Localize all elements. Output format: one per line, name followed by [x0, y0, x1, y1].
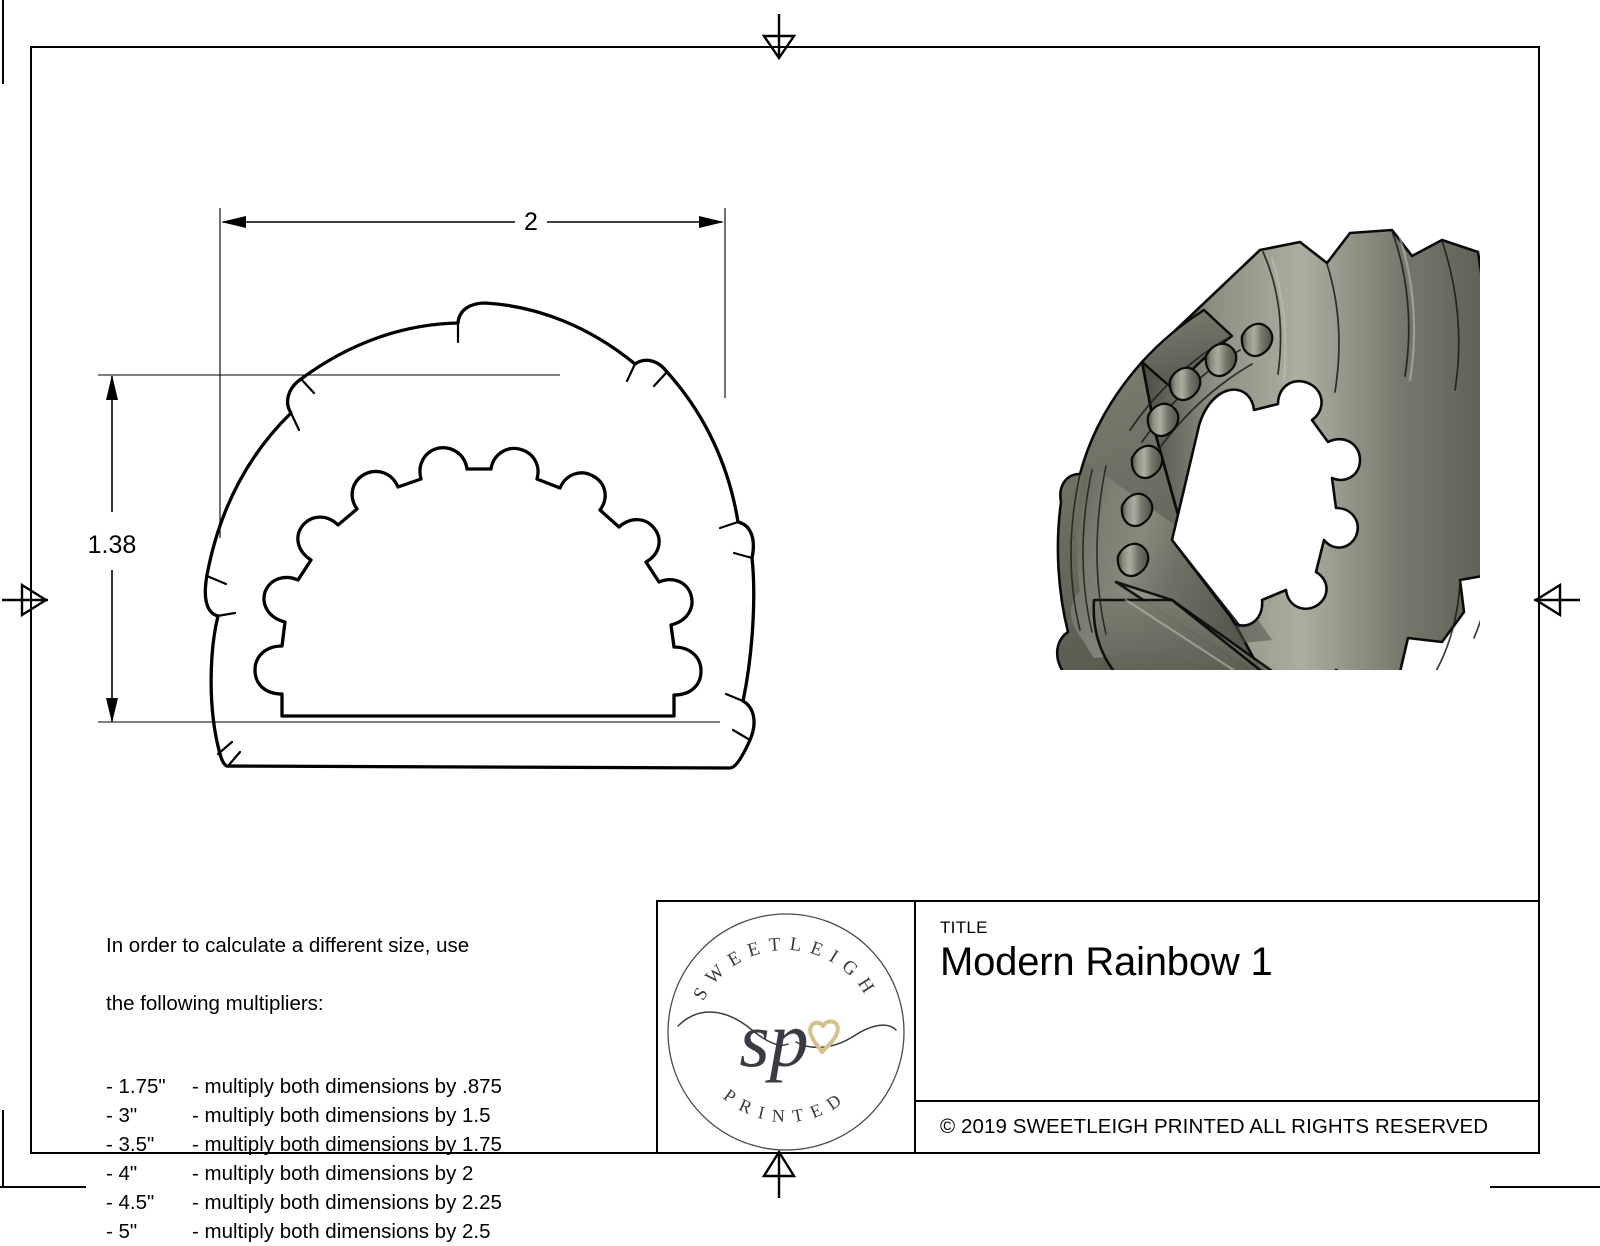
- copyright-notice: © 2019 SWEETLEIGH PRINTED ALL RIGHTS RES…: [916, 1100, 1538, 1152]
- multiplier-row: - 4" - multiply both dimensions by 2: [106, 1159, 636, 1188]
- multiplier-size: - 3.5": [106, 1132, 155, 1156]
- multiplier-size: - 4.5": [106, 1190, 155, 1214]
- title-info: TITLE Modern Rainbow 1 © 2019 SWEETLEIGH…: [916, 902, 1538, 1152]
- top-center-mark: [761, 14, 797, 60]
- corner-tick-top-left: [2, 0, 4, 84]
- logo-heart-icon: [808, 1019, 840, 1054]
- multiplier-size: - 3": [106, 1103, 138, 1127]
- title-area: TITLE Modern Rainbow 1: [916, 902, 1538, 1100]
- multiplier-size: - 4": [106, 1161, 138, 1185]
- cutter-3d-body: [1055, 228, 1480, 670]
- company-logo: SWEETLEIGH PRINTED sp: [658, 902, 916, 1152]
- corner-tick-bottom-left-v: [2, 1110, 4, 1188]
- multiplier-text: - multiply both dimensions by 1.5: [192, 1103, 491, 1127]
- right-center-mark: [1533, 582, 1580, 618]
- bottom-center-mark: [761, 1150, 797, 1198]
- corner-tick-bottom-left-h: [0, 1186, 86, 1188]
- isometric-render-view: [880, 130, 1480, 670]
- multiplier-text: - multiply both dimensions by 1.75: [192, 1132, 502, 1156]
- multiplier-row: - 5" - multiply both dimensions by 2.5: [106, 1217, 636, 1246]
- inner-profile-path: [253, 446, 703, 718]
- outer-profile-tick-marks: [205, 321, 754, 768]
- logo-bottom-text: PRINTED: [720, 1085, 852, 1126]
- corner-tick-bottom-right-h: [1490, 1186, 1600, 1188]
- front-outline-view: 2 1.38: [60, 170, 820, 810]
- multiplier-size: - 1.75": [106, 1074, 166, 1098]
- size-multiplier-notes: In order to calculate a different size, …: [106, 902, 636, 1246]
- logo-circle: [667, 913, 905, 1151]
- outer-profile-path: [203, 301, 756, 770]
- multiplier-list: - 1.75" - multiply both dimensions by .8…: [106, 1072, 636, 1246]
- left-center-mark: [2, 582, 49, 618]
- multiplier-row: - 3.5" - multiply both dimensions by 1.7…: [106, 1130, 636, 1159]
- multiplier-row: - 3" - multiply both dimensions by 1.5: [106, 1101, 636, 1130]
- dimension-width: [221, 216, 724, 228]
- multiplier-text: - multiply both dimensions by 2.25: [192, 1190, 502, 1214]
- multiplier-row: - 1.75" - multiply both dimensions by .8…: [106, 1072, 636, 1101]
- title-block: SWEETLEIGH PRINTED sp TITLE: [656, 900, 1540, 1154]
- notes-intro-line-1: In order to calculate a different size, …: [106, 934, 470, 958]
- dimension-width-label: 2: [524, 208, 538, 236]
- title-label: TITLE: [940, 918, 988, 937]
- multiplier-row: - 4.5" - multiply both dimensions by 2.2…: [106, 1188, 636, 1217]
- logo-monogram: sp: [739, 996, 808, 1083]
- notes-intro-line-2: the following multipliers:: [106, 992, 324, 1016]
- multiplier-text: - multiply both dimensions by 2: [192, 1161, 474, 1185]
- multiplier-size: - 5": [106, 1220, 138, 1244]
- logo-flourish: [677, 1011, 897, 1049]
- logo-top-text: SWEETLEIGH: [689, 934, 882, 1005]
- dimension-height-label: 1.38: [88, 531, 137, 559]
- page-title: Modern Rainbow 1: [940, 940, 1273, 984]
- multiplier-text: - multiply both dimensions by 2.5: [192, 1220, 491, 1244]
- dimension-extension-lines: [98, 208, 726, 723]
- dimension-height: [106, 375, 118, 723]
- multiplier-text: - multiply both dimensions by .875: [192, 1074, 502, 1098]
